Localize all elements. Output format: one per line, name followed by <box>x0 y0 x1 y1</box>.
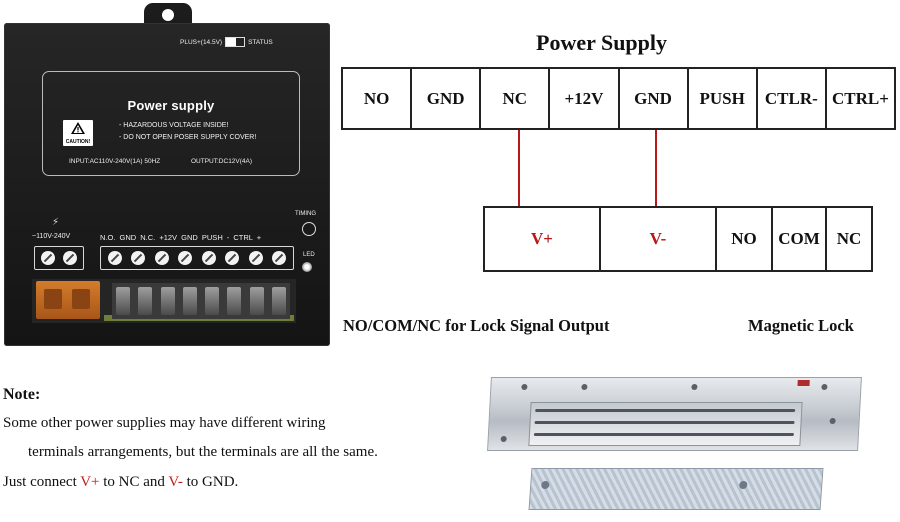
note-vminus: V- <box>168 474 183 490</box>
warning-triangle-icon <box>71 122 85 134</box>
terminal-pin <box>205 287 220 315</box>
mount-hole <box>521 384 528 390</box>
terminal-ctrl-plus: CTRL+ <box>831 88 889 108</box>
screw-icon <box>131 251 146 265</box>
magnet-slot <box>534 421 795 424</box>
terminal-pin <box>116 287 131 315</box>
screw-icon <box>248 251 263 265</box>
screw-icon <box>178 251 193 265</box>
connector-nub <box>44 289 62 309</box>
led-label: LED <box>303 252 315 258</box>
lock-indicator <box>797 380 810 386</box>
mounting-hole <box>162 9 174 21</box>
device-title: Power supply <box>127 98 215 113</box>
terminal-gnd-2: GND <box>620 69 689 128</box>
terminal-no: NO <box>343 69 413 128</box>
mount-hole <box>581 384 588 390</box>
mount-hole <box>691 384 698 390</box>
signal-output-caption: NO/COM/NC for Lock Signal Output <box>343 316 610 335</box>
device-label-panel: Power supply CAUTION! - HAZARDOUS VOLTAG… <box>42 71 300 176</box>
lock-terminal-com: COM <box>773 208 827 270</box>
note-line-2: terminals arrangements, but the terminal… <box>28 444 378 460</box>
terminal-gnd: GND <box>412 69 482 128</box>
screw-icon <box>272 251 287 265</box>
magnet-face <box>528 402 803 446</box>
terminal-pin <box>182 287 197 315</box>
terminal-ctlr-minus: CTLR- <box>758 69 827 128</box>
connector-nub <box>72 289 90 309</box>
power-supply-terminal-table: NO GND NC +12V GND PUSH CTLR- CTRL+ <box>341 67 896 130</box>
screw-icon <box>225 251 240 265</box>
terminal-nc: NC <box>481 69 551 128</box>
terminal-pin <box>271 287 286 315</box>
armature-hole <box>739 481 748 489</box>
wire-vminus-to-gnd <box>655 130 657 208</box>
led-icon <box>302 262 312 272</box>
note-line-3-suffix: to GND. <box>182 474 239 490</box>
screw-icon <box>41 251 55 265</box>
screw-icon <box>154 251 169 265</box>
input-rating: INPUT:AC110V-240V(1A) 50HZ <box>69 158 161 165</box>
terminal-pin <box>249 287 264 315</box>
warning-line-2: - DO NOT OPEN POSER SUPPLY COVER! <box>119 134 257 141</box>
note-line-1: Some other power supplies may have diffe… <box>3 415 326 431</box>
terminal-plus-12v: +12V <box>550 69 620 128</box>
diagram-title: Power Supply <box>536 30 668 55</box>
armature-hole <box>541 481 550 489</box>
terminal-pin <box>160 287 175 315</box>
lock-terminal-vplus: V+ <box>485 208 601 270</box>
armature-plate <box>528 468 824 510</box>
note-vplus: V+ <box>80 474 100 490</box>
switch-label: PLUS+(14.5V) <box>180 38 223 46</box>
magnetic-lock-caption: Magnetic Lock <box>748 316 854 335</box>
mount-hole <box>829 418 836 424</box>
note-title: Note: <box>3 386 41 403</box>
status-label: STATUS <box>248 38 273 46</box>
terminal-labels: N.O. GND N.C. +12V GND PUSH - CTRL + <box>100 233 262 242</box>
mount-hole <box>821 384 828 390</box>
terminal-pin <box>227 287 242 315</box>
ac-terminal-block <box>34 246 84 270</box>
lock-terminal-table: V+ V- NO COM NC <box>483 206 873 272</box>
terminal-push: PUSH <box>689 69 758 128</box>
magnetic-lock-body <box>487 377 862 451</box>
timing-label: TIMING <box>295 211 316 217</box>
caution-sticker: CAUTION! <box>63 120 93 146</box>
magnet-slot <box>535 409 796 412</box>
switch-icon <box>225 37 246 47</box>
caution-text: CAUTION! <box>65 139 91 145</box>
terminal-pin <box>138 287 153 315</box>
screw-icon <box>63 251 77 265</box>
screw-icon <box>107 251 122 265</box>
note-line-3-prefix: Just connect <box>3 474 81 490</box>
ac-connector <box>36 281 100 319</box>
note-line-3: Just connect V+ to NC and V- to GND. <box>3 474 238 491</box>
mount-hole <box>500 436 507 442</box>
lock-terminal-no: NO <box>717 208 773 270</box>
wire-vplus-to-nc <box>518 130 520 208</box>
lock-terminal-nc: NC <box>836 229 862 248</box>
lightning-icon: ⚡ <box>52 217 60 228</box>
dc-terminal-block <box>100 246 294 270</box>
timing-dial-icon <box>302 222 316 236</box>
status-switch-area: PLUS+(14.5V) STATUS <box>180 37 273 47</box>
screw-icon <box>201 251 216 265</box>
power-supply-device: PLUS+(14.5V) STATUS Power supply CAUTION… <box>4 3 330 346</box>
output-rating: OUTPUT:DC12V(4A) <box>191 158 253 165</box>
ac-input-label: ~110V-240V <box>32 233 71 240</box>
lock-terminal-vminus: V- <box>601 208 717 270</box>
magnet-slot <box>533 433 795 436</box>
dc-connector <box>112 283 290 319</box>
warning-line-1: - HAZARDOUS VOLTAGE INSIDE! <box>119 122 229 129</box>
note-line-3-mid: to NC and <box>99 474 169 490</box>
